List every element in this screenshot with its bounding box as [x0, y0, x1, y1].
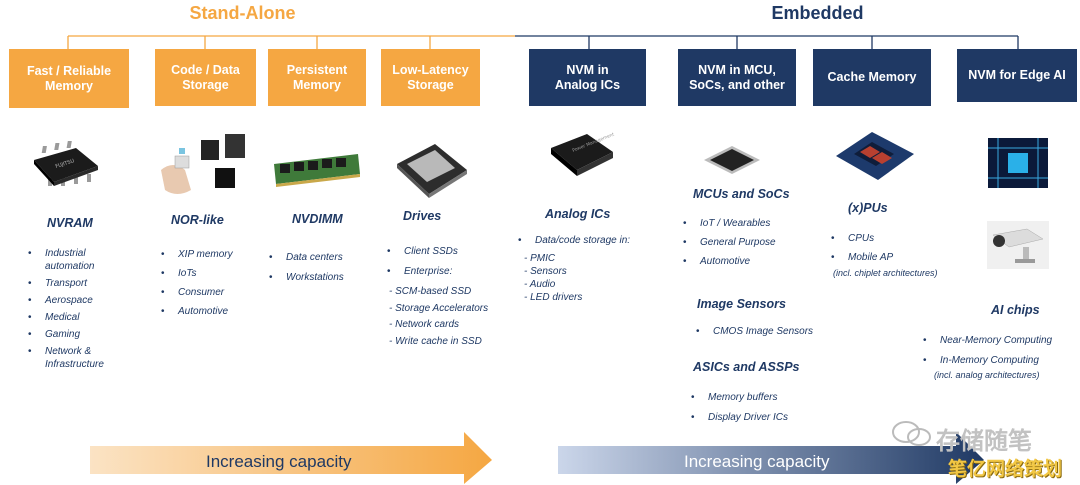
watermark-line2: 笔亿网络策划	[948, 458, 1063, 480]
ai-chips-note: (incl. analog architectures)	[934, 370, 1040, 380]
nor-title: NOR-like	[171, 213, 224, 227]
analog-ic-image: Power Management	[551, 131, 615, 176]
box-persistent-memory: Persistent Memory	[268, 49, 366, 106]
nvdimm-title: NVDIMM	[292, 212, 343, 226]
xpu-chip-image	[836, 132, 914, 180]
nor-chips-image	[161, 134, 245, 194]
asic-list: Memory buffers Display Driver ICs	[691, 388, 788, 428]
xpu-note: (incl. chiplet architectures)	[833, 268, 938, 278]
embedded-bracket	[515, 35, 1019, 49]
image-sensors-list: CMOS Image Sensors	[696, 325, 813, 338]
ai-chip-image	[988, 138, 1048, 188]
list-item: XIP memory	[161, 245, 233, 264]
list-item: Enterprise:	[387, 262, 458, 282]
xpu-title: (x)PUs	[848, 201, 888, 215]
arrow-left	[90, 432, 492, 484]
list-item: - Sensors	[524, 266, 567, 277]
list-item: General Purpose	[683, 233, 776, 252]
nvram-list: Industrial automation Transport Aerospac…	[28, 247, 104, 371]
nvdimm-list: Data centers Workstations	[269, 248, 344, 288]
nvram-title: NVRAM	[47, 216, 93, 230]
list-item: IoTs	[161, 264, 233, 283]
list-item: CMOS Image Sensors	[696, 325, 813, 338]
list-item: IoT / Wearables	[683, 214, 776, 233]
mcu-list: IoT / Wearables General Purpose Automoti…	[683, 214, 776, 271]
wechat-icon	[892, 421, 931, 446]
drives-title: Drives	[403, 209, 442, 223]
list-item: CPUs	[831, 229, 893, 248]
svg-text:FUJITSU: FUJITSU	[55, 158, 76, 170]
list-item: Network & Infrastructure	[28, 345, 104, 371]
list-item: Gaming	[28, 328, 104, 341]
list-item: Automotive	[683, 252, 776, 271]
box-code-data-storage: Code / Data Storage	[155, 49, 256, 106]
image-sensors-title: Image Sensors	[697, 297, 786, 311]
list-item: Transport	[28, 277, 104, 290]
list-item: - Storage Accelerators	[389, 302, 489, 314]
list-item: - PMIC	[524, 253, 556, 264]
arrow-right	[558, 432, 984, 484]
nor-list: XIP memory IoTs Consumer Automotive	[161, 245, 233, 321]
list-item: Data centers	[269, 248, 344, 268]
mcu-title: MCUs and SoCs	[693, 187, 790, 201]
list-item: Aerospace	[28, 294, 104, 307]
analog-list: Data/code storage in:	[518, 234, 630, 247]
watermark-line1: 存储随笔	[936, 427, 1032, 455]
list-item: Near-Memory Computing	[923, 331, 1052, 351]
list-item: - Write cache in SSD	[389, 335, 482, 347]
list-item: Automotive	[161, 302, 233, 321]
ai-chips-title: AI chips	[991, 303, 1040, 317]
arrow-right-label: Increasing capacity	[684, 452, 830, 471]
arrow-left-label: Increasing capacity	[206, 452, 352, 471]
box-fast-reliable-memory: Fast / Reliable Memory	[9, 49, 129, 108]
analog-sub-list: - PMIC - Sensors - Audio - LED drivers	[524, 252, 582, 304]
box-nvm-edge-ai: NVM for Edge AI	[957, 49, 1077, 102]
embedded-title: Embedded	[771, 3, 864, 23]
list-item: Consumer	[161, 283, 233, 302]
bracket-lines	[67, 35, 1019, 49]
standalone-title: Stand-Alone	[189, 3, 296, 23]
list-item: Mobile AP	[831, 248, 893, 267]
nvram-chip-image: FUJITSU	[34, 141, 98, 186]
list-item: Display Driver ICs	[691, 408, 788, 428]
box-nvm-analog-ics: NVM in Analog ICs	[529, 49, 646, 106]
list-item: Workstations	[269, 268, 344, 288]
list-item: Medical	[28, 311, 104, 324]
list-item: - Network cards	[389, 319, 460, 330]
ai-chips-list: Near-Memory Computing In-Memory Computin…	[923, 331, 1052, 371]
xpu-list: CPUs Mobile AP	[831, 229, 893, 267]
drives-sub-list: - SCM-based SSD - Storage Accelerators -…	[389, 284, 488, 350]
box-nvm-mcu-socs: NVM in MCU, SoCs, and other	[678, 49, 796, 106]
list-item: Data/code storage in:	[518, 234, 630, 247]
list-item: Client SSDs	[387, 242, 458, 262]
mcu-chip-image	[704, 146, 760, 174]
drives-list: Client SSDs Enterprise:	[387, 242, 458, 282]
list-item: Memory buffers	[691, 388, 788, 408]
list-item: - SCM-based SSD	[389, 286, 472, 297]
standalone-bracket	[67, 35, 515, 49]
box-cache-memory: Cache Memory	[813, 49, 931, 106]
list-item: - LED drivers	[524, 292, 583, 303]
analog-title: Analog ICs	[545, 207, 611, 221]
asic-title: ASICs and ASSPs	[693, 360, 800, 374]
ssd-drive-image	[397, 144, 467, 198]
box-low-latency-storage: Low-Latency Storage	[381, 49, 480, 106]
list-item: In-Memory Computing	[923, 351, 1052, 371]
nvdimm-module-image	[274, 154, 360, 187]
list-item: Industrial automation	[28, 247, 104, 273]
list-item: - Audio	[524, 279, 556, 290]
camera-image	[987, 221, 1049, 269]
